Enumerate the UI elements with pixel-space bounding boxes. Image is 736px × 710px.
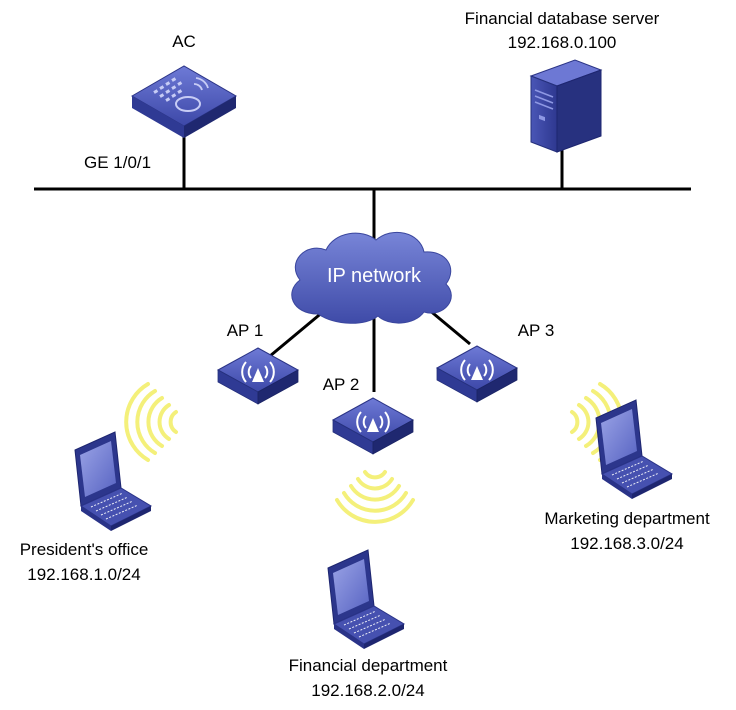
ap1-label: AP 1 <box>227 321 264 340</box>
server-tower-icon <box>529 59 603 153</box>
ap1-icon <box>217 347 299 405</box>
dept-marketing-subnet: 192.168.3.0/24 <box>570 534 683 553</box>
access-point-icon <box>217 345 518 455</box>
ap1-waves <box>124 382 178 462</box>
dept-president-subnet: 192.168.1.0/24 <box>27 565 140 584</box>
ap2-icon <box>332 397 414 455</box>
dept-financial-name: Financial department <box>289 656 448 675</box>
ac-port-label: GE 1/0/1 <box>84 153 151 172</box>
ap2-label: AP 2 <box>323 375 360 394</box>
dept-president-name: President's office <box>20 540 149 559</box>
server-name: Financial database server <box>465 9 660 28</box>
laptop-marketing <box>595 399 673 500</box>
server-ip: 192.168.0.100 <box>508 33 617 52</box>
laptop-president <box>74 431 152 532</box>
ap3-label: AP 3 <box>518 321 555 340</box>
access-controller-icon <box>130 65 238 138</box>
ap2-waves <box>335 470 415 524</box>
cloud-icon <box>291 231 452 324</box>
laptop-financial <box>327 549 405 650</box>
network-label: IP network <box>327 265 422 287</box>
ac-label: AC <box>172 32 196 51</box>
dept-financial-subnet: 192.168.2.0/24 <box>311 681 424 700</box>
ap3-icon <box>436 345 518 403</box>
dept-marketing-name: Marketing department <box>544 509 710 528</box>
